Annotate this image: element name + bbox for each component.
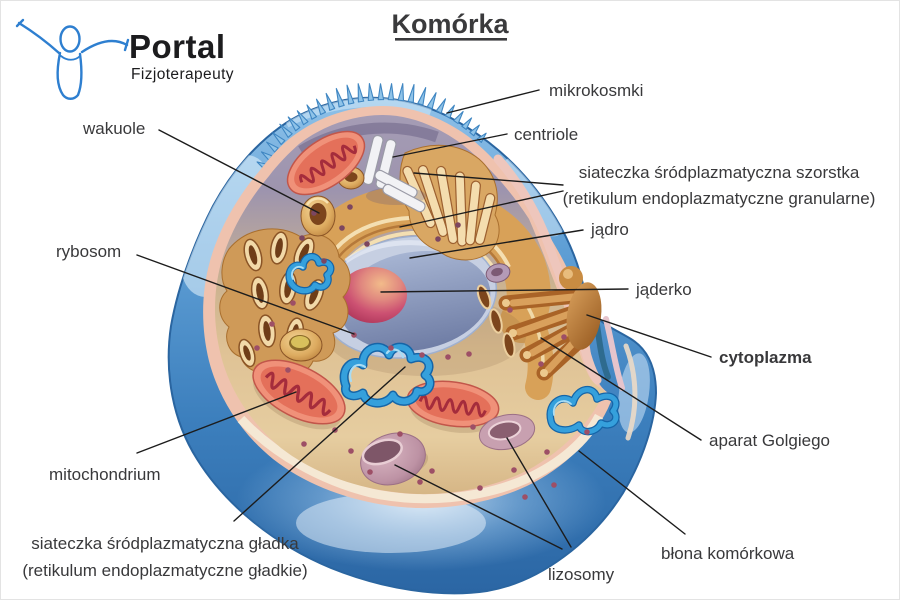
leader-mikrokosmki	[446, 89, 540, 114]
leader-wakuole	[158, 129, 320, 214]
leader-rough-er-a	[413, 172, 564, 186]
label-centriole: centriole	[514, 125, 578, 144]
logo: Portal Fizjoterapeuty	[15, 18, 234, 100]
label-mitochondrium: mitochondrium	[49, 465, 161, 484]
leader-centriole	[392, 133, 508, 158]
label-jaderko: jąderko	[635, 280, 692, 299]
label-wakuole: wakuole	[82, 119, 145, 138]
vacuole-rings	[279, 166, 511, 362]
leader-mitochondrium	[136, 391, 297, 454]
vacuole-ring-main	[300, 195, 336, 237]
mitochondrion-center	[406, 380, 500, 433]
label-rybosom: rybosom	[56, 242, 121, 261]
logo-brand-text: Portal	[129, 28, 226, 65]
small-mauve-ring	[485, 263, 511, 283]
person-raised-arms-icon	[15, 18, 130, 100]
label-smooth-er-line1: siateczka śródplazmatyczna gładka	[31, 534, 299, 553]
title-text: Komórka	[391, 9, 509, 39]
labels: mikrokosmki centriole siateczka śródplaz…	[22, 81, 875, 584]
leader-blona-komorkowa	[578, 450, 686, 535]
nucleolus	[339, 267, 407, 323]
vacuole-ring-lower	[279, 328, 323, 362]
ribosome-dots	[254, 204, 590, 500]
label-cytoplazma: cytoplazma	[719, 348, 812, 367]
mitochondrion-left	[252, 359, 346, 430]
leader-lizosomy-a	[394, 464, 563, 550]
label-rough-er-line2: (retikulum endoplazmatyczne granularne)	[563, 189, 876, 208]
label-jadro: jądro	[590, 220, 629, 239]
centriole	[362, 134, 426, 213]
leader-lizosomy-b	[506, 437, 572, 548]
leader-jadro	[409, 229, 584, 259]
label-smooth-er-line2: (retikulum endoplazmatyczne gładkie)	[22, 561, 307, 580]
leader-lines	[136, 89, 712, 550]
title-underline	[395, 38, 507, 41]
label-aparat-golgiego: aparat Golgiego	[709, 431, 830, 450]
label-blona-komorkowa: błona komórkowa	[661, 544, 795, 563]
smooth-er-right	[546, 386, 620, 436]
leader-smooth-er	[233, 366, 406, 522]
mitochondrion-top	[286, 130, 366, 196]
leader-aparat-golgiego	[540, 337, 702, 441]
leader-cytoplazma	[586, 314, 712, 358]
rough-er-right-stack	[399, 144, 500, 261]
label-mikrokosmki: mikrokosmki	[549, 81, 643, 100]
logo-subtitle-text: Fizjoterapeuty	[131, 66, 234, 83]
nucleus	[320, 235, 526, 376]
smooth-er-left	[285, 252, 335, 295]
smooth-er-center	[339, 342, 435, 408]
leader-rough-er-b	[399, 190, 564, 228]
smooth-er-tangles	[285, 252, 620, 436]
label-lizosomy: lizosomy	[548, 565, 615, 584]
leader-jaderko	[380, 288, 629, 293]
lysosome-right	[478, 413, 536, 451]
page-title: Komórka	[391, 9, 509, 41]
golgi-apparatus	[476, 266, 602, 381]
cell-illustration	[167, 83, 658, 595]
label-rough-er-line1: siateczka śródplazmatyczna szorstka	[579, 163, 860, 182]
bottom-rim	[237, 413, 603, 504]
leader-rybosom	[136, 254, 355, 335]
